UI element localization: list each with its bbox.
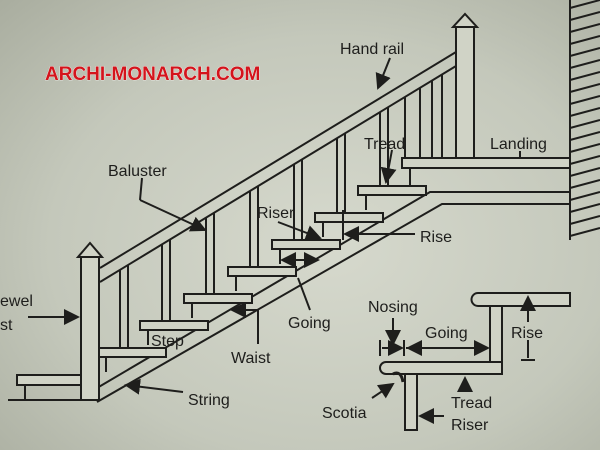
wall-hatch-line: [569, 167, 600, 177]
wall-hatch-line: [569, 191, 600, 201]
tread: [139, 320, 209, 331]
wall-hatch-line: [569, 47, 600, 57]
wall-hatch-line: [569, 179, 600, 189]
tread: [183, 293, 253, 304]
tread: [271, 239, 341, 250]
landing: [401, 157, 571, 192]
wall-hatch-line: [569, 35, 600, 45]
label-nosing: Nosing: [368, 299, 418, 316]
tread-riser-detail: [371, 292, 571, 431]
label-going: Going: [288, 315, 331, 332]
tread: [227, 266, 297, 277]
wall-hatch-line: [569, 215, 600, 225]
wall-hatch-line: [569, 107, 600, 117]
hand-rail: [99, 51, 457, 283]
label-string: String: [188, 392, 230, 409]
label-hand-rail: Hand rail: [340, 41, 404, 58]
wall-hatch-line: [569, 59, 600, 69]
wall-hatch-line: [569, 143, 600, 153]
tread: [357, 185, 427, 196]
label-riser: Riser: [257, 205, 295, 222]
wall-hatch-line: [569, 23, 600, 33]
wall-hatch-line: [569, 0, 600, 9]
wall-hatch-line: [569, 203, 600, 213]
wall-hatch-line: [569, 71, 600, 81]
label-waist: Waist: [231, 350, 271, 367]
wall-hatching: [569, 0, 600, 240]
label-newel-post-line1: ewel: [0, 293, 33, 310]
leader-arrows: [28, 57, 521, 395]
watermark-logo: ARCHI-MONARCH.COM: [45, 64, 260, 85]
tread: [314, 212, 384, 223]
wall-hatch-line: [569, 83, 600, 93]
wall-hatch-line: [569, 119, 600, 129]
label-baluster: Baluster: [108, 163, 167, 180]
bottom-step: [16, 374, 82, 386]
label-detail-rise: Rise: [511, 325, 543, 342]
steps: [97, 74, 443, 372]
label-detail-riser: Riser: [451, 417, 489, 434]
wall-hatch-line: [569, 227, 600, 237]
label-rise: Rise: [420, 229, 452, 246]
label-detail-tread: Tread: [451, 395, 492, 412]
label-tread: Tread: [364, 136, 405, 153]
label-scotia: Scotia: [322, 405, 367, 422]
wall-hatch-line: [569, 11, 600, 21]
label-step: Step: [151, 333, 184, 350]
label-newel-post-line2: st: [0, 317, 13, 334]
wall-hatch-line: [569, 155, 600, 165]
label-detail-going: Going: [425, 325, 468, 342]
wall-hatch-line: [569, 95, 600, 105]
wall-hatch-line: [569, 131, 600, 141]
label-landing: Landing: [490, 136, 547, 153]
top-post: [450, 12, 480, 159]
